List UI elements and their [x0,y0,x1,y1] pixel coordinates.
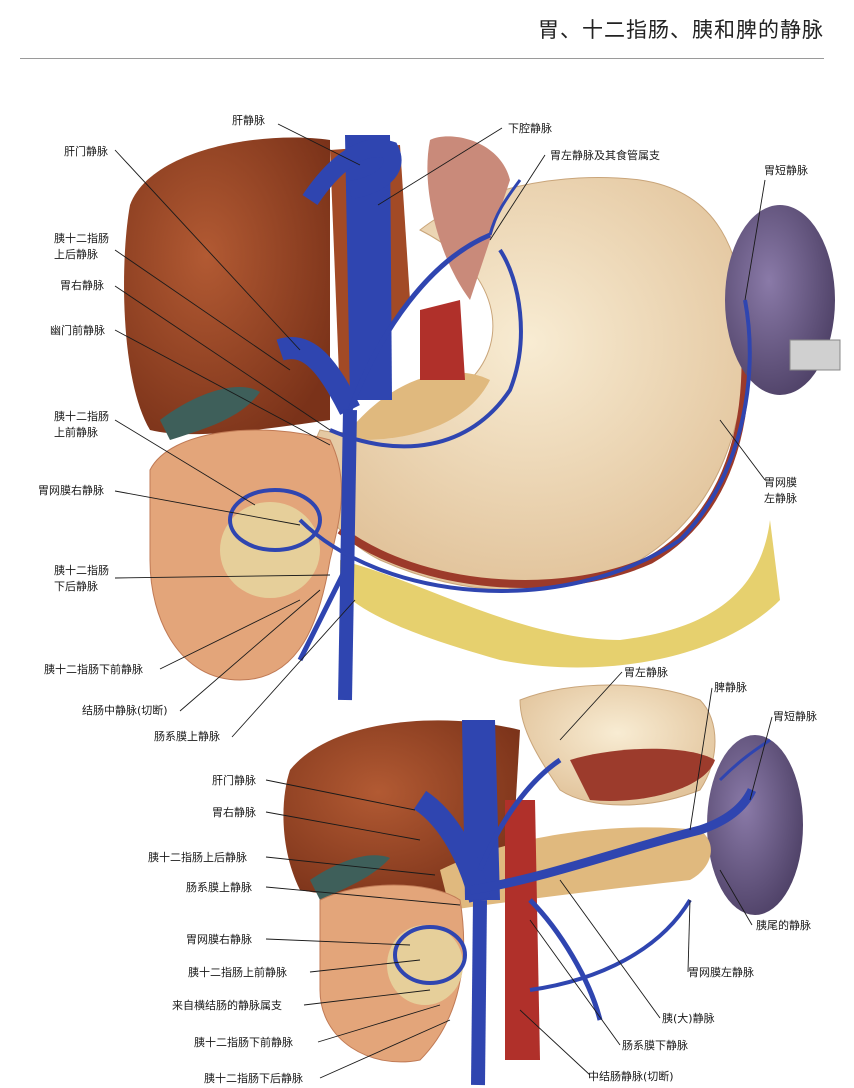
label-b-splenic: 脾静脉 [714,680,747,694]
label-smv: 肠系膜上静脉 [154,729,220,743]
aorta [420,300,465,380]
label-b-aip: 胰十二指肠下前静脉 [194,1035,293,1049]
label-asp-1: 胰十二指肠 [54,409,109,423]
label-aip: 胰十二指肠下前静脉 [44,662,143,676]
title-divider [20,58,824,59]
short-gastric-vein-lower [718,738,771,782]
top-illustration [124,135,841,701]
portal-vein [276,337,360,415]
aorta-lower [505,800,540,1060]
spleen-lower [707,735,803,915]
hepatic-vein [302,139,402,206]
bottom-illustration [283,684,803,1086]
label-portal-vein: 肝门静脉 [64,144,108,158]
omentum [340,520,780,668]
ivc [345,135,392,400]
pancreas-body [350,372,490,440]
label-b-middle-colic: 中结肠静脉(切断) [588,1069,674,1083]
label-b-pancreatic-tail: 胰尾的静脉 [756,918,811,932]
label-b-asp: 胰十二指肠上前静脉 [188,965,287,979]
leader-lines-bottom [265,671,773,1079]
liver [124,137,330,435]
left-gastric-vein [347,232,491,411]
ipd-vein [297,568,348,662]
label-b-imv: 肠系膜下静脉 [622,1038,688,1052]
label-left-gastric-esophageal: 胃左静脉及其食管属支 [550,148,660,162]
label-b-psp: 胰十二指肠上后静脉 [148,850,247,864]
label-hepatic-vein: 肝静脉 [232,113,265,127]
label-b-right-gastric: 胃右静脉 [212,805,256,819]
label-b-short-gastric: 胃短静脉 [773,709,817,723]
label-ivc: 下腔静脉 [508,121,552,135]
label-right-gastroepiploic: 胃网膜右静脉 [38,483,104,497]
label-asp-2: 上前静脉 [54,425,98,439]
label-b-left-gastric: 胃左静脉 [624,665,668,679]
lesser-curvature-vein [329,248,523,449]
label-pip-1: 胰十二指肠 [54,563,109,577]
label-middle-colic: 结肠中静脉(切断) [82,703,168,717]
smv-lower [471,899,487,1086]
label-right-gastric: 胃右静脉 [60,278,104,292]
labels-top: 肝静脉 下腔静脉 胃左静脉及其食管属支 肝门静脉 胃短静脉 胰十二指肠 上后静脉… [38,113,808,743]
label-left-gastroepiploic-2: 左静脉 [764,491,797,505]
label-short-gastric: 胃短静脉 [764,163,808,177]
left-gastric-vein-lower [477,757,562,871]
label-prepyloric: 幽门前静脉 [50,323,105,337]
gallbladder-lower [310,855,390,900]
label-b-portal: 肝门静脉 [212,773,256,787]
label-psp-1: 胰十二指肠 [54,231,109,245]
leader-lines-top [114,123,766,738]
gastroepiploic-vein [298,299,752,593]
stomach-mucosa [570,748,715,801]
pancreaticoduodenal-arcade [228,488,322,552]
labels-bottom: 胃左静脉 脾静脉 胃短静脉 肝门静脉 胃右静脉 胰十二指肠上后静脉 肠系膜上静脉… [148,665,817,1085]
esophageal-branches [488,179,522,236]
gastroepiploic-left-lower [529,898,692,992]
label-b-great-pancreatic: 胰(大)静脉 [662,1011,715,1025]
label-b-pip: 胰十二指肠下后静脉 [204,1071,303,1085]
label-psp-2: 上后静脉 [54,247,98,261]
page-title: 胃、十二指肠、胰和脾的静脉 [538,18,824,42]
imv [528,898,603,1021]
label-b-right-gastroepiploic: 胃网膜右静脉 [186,932,252,946]
gallbladder [160,387,260,440]
label-pip-2: 下后静脉 [54,579,98,593]
spleen-clamp [789,339,841,371]
splenic-vein [469,787,757,895]
label-b-left-gastroepiploic: 胃网膜左静脉 [688,965,754,979]
pd-arcade-lower [393,925,467,985]
label-left-gastroepiploic-1: 胃网膜 [764,476,797,489]
label-b-transverse-colon: 来自横结肠的静脉属支 [172,998,282,1012]
label-b-smv: 肠系膜上静脉 [186,880,252,894]
